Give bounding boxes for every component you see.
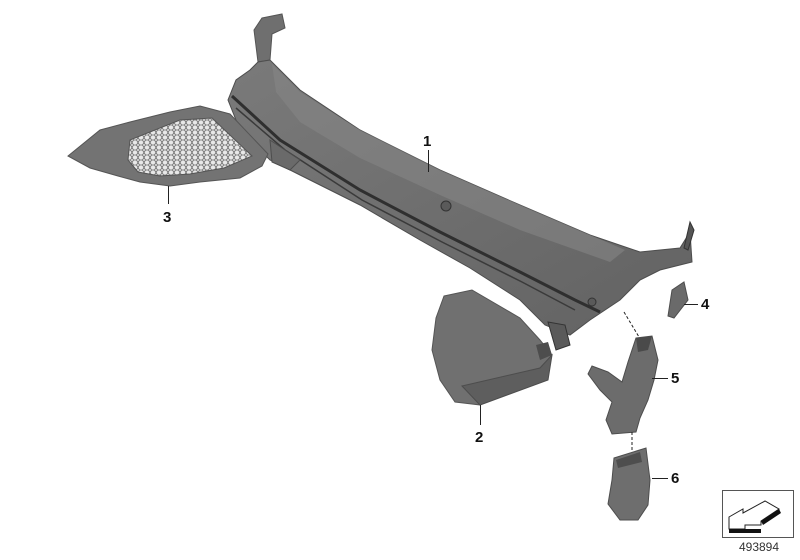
- callout-3[interactable]: 3: [163, 209, 172, 226]
- callout-2[interactable]: 2: [475, 429, 484, 446]
- leader-line-2: [480, 405, 481, 425]
- part-6-duct-extension[interactable]: [607, 447, 651, 521]
- leader-line-3: [168, 186, 169, 204]
- leader-line-4: [684, 304, 698, 305]
- assembly-line-1-5: [623, 311, 643, 343]
- diagram-id: 493894: [738, 540, 780, 554]
- callout-5[interactable]: 5: [671, 370, 680, 387]
- callout-4[interactable]: 4: [701, 296, 710, 313]
- part-4-small-bracket[interactable]: [667, 281, 689, 319]
- part-5-drain-duct[interactable]: [587, 335, 659, 435]
- callout-6[interactable]: 6: [671, 470, 680, 487]
- arrow-down-left-icon: [728, 500, 781, 533]
- part-1-cowl-panel[interactable]: [227, 13, 695, 351]
- leader-line-6: [652, 478, 668, 479]
- navigation-button[interactable]: [722, 490, 794, 538]
- callout-1[interactable]: 1: [423, 133, 432, 150]
- leader-line-1: [428, 150, 429, 172]
- leader-line-5: [652, 378, 668, 379]
- part-2-side-cover[interactable]: [431, 289, 553, 406]
- part-3-grille-cover[interactable]: [67, 105, 269, 187]
